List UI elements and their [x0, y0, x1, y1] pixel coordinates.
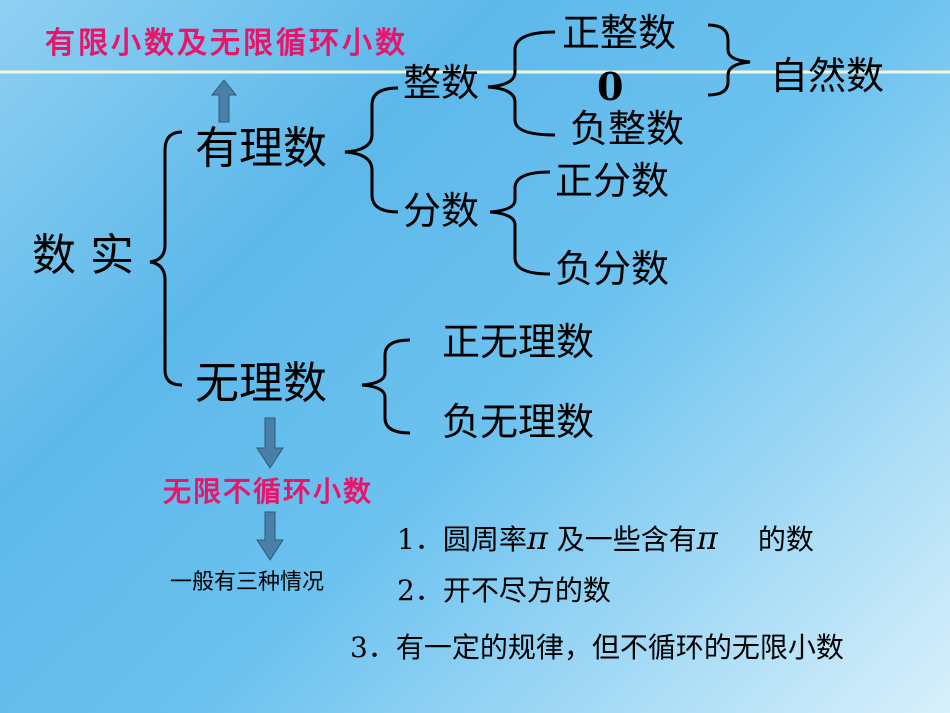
negative-fraction-label: 负分数: [555, 247, 670, 291]
pi-symbol: π: [696, 519, 718, 557]
irrational-brace: [361, 338, 411, 435]
root-brace: [149, 130, 183, 387]
case-number: 2．: [397, 574, 443, 607]
natural-brace: [707, 23, 751, 97]
case-number: 1．: [397, 523, 443, 556]
infinite-nonrepeating-note: 无限不循环小数: [163, 475, 374, 508]
zero-label: 0: [597, 64, 624, 109]
irrational-label: 无理数: [195, 358, 327, 409]
fraction-brace: [489, 170, 551, 276]
cases-label: 一般有三种情况: [170, 570, 325, 595]
integer-brace: [487, 30, 556, 137]
finite-decimal-note: 有限小数及无限循环小数: [45, 26, 408, 61]
case-2: 2．开不尽方的数: [397, 577, 611, 605]
positive-fraction-label: 正分数: [555, 159, 670, 203]
down-arrow-icon: [256, 417, 284, 469]
rational-label: 有理数: [195, 123, 327, 174]
root-label: 数 实: [32, 230, 134, 281]
case-text: 及一些含有: [556, 523, 697, 556]
case-number: 3．: [350, 631, 396, 664]
natural-number-label: 自然数: [770, 54, 885, 98]
fraction-label: 分数: [403, 189, 480, 233]
pi-symbol: π: [526, 519, 548, 557]
positive-integer-label: 正整数: [562, 11, 677, 55]
case-text: 有一定的规律，但不循环的无限小数: [395, 631, 844, 664]
integer-label: 整数: [403, 61, 480, 105]
case-text: 的数: [757, 523, 814, 556]
rational-brace: [344, 86, 399, 214]
positive-irrational-label: 正无理数: [442, 320, 595, 364]
case-text: 开不尽方的数: [442, 574, 611, 607]
down-arrow-icon: [256, 511, 284, 561]
case-text: 圆周率: [442, 523, 527, 556]
case-3: 3．有一定的规律，但不循环的无限小数: [350, 634, 844, 662]
negative-integer-label: 负整数: [570, 107, 685, 151]
negative-irrational-label: 负无理数: [442, 400, 595, 444]
up-arrow-icon: [210, 79, 238, 123]
